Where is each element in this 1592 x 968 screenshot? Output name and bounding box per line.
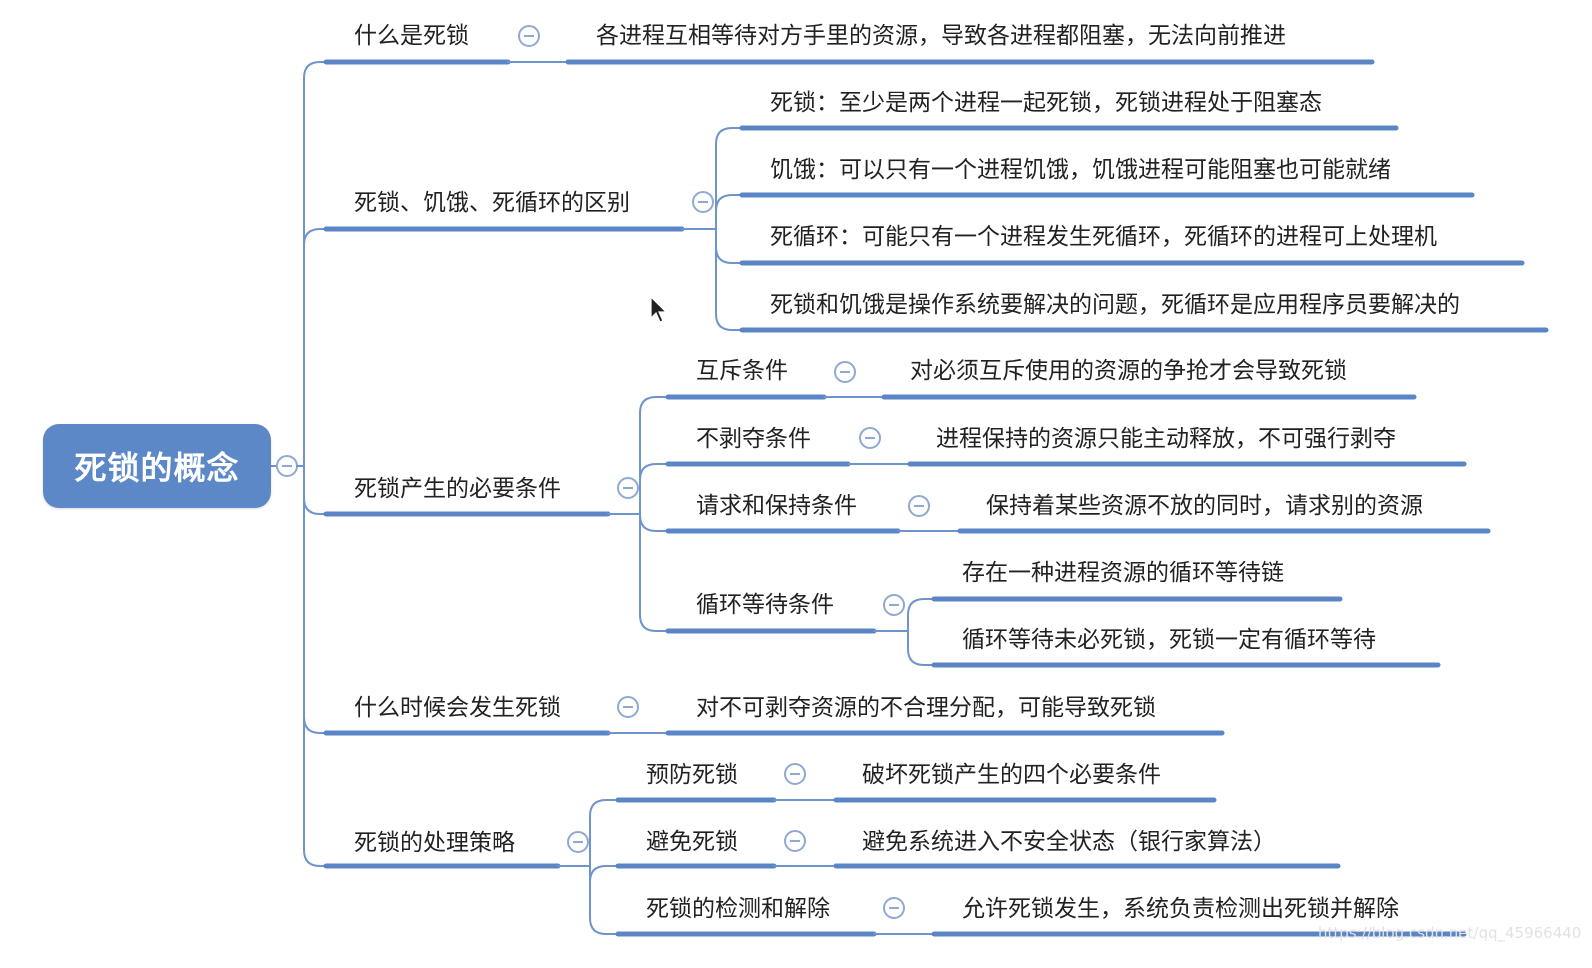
no-preemption-detail-label: 进程保持的资源只能主动释放，不可强行剥夺	[936, 426, 1396, 452]
root-node[interactable]: 死锁的概念	[43, 424, 271, 508]
detection-recovery-detail-label: 允许死锁发生，系统负责检测出死锁并解除	[962, 896, 1399, 922]
strategy-0-line	[589, 799, 619, 867]
difference-infinite-loop-label: 死循环：可能只有一个进程发生死循环，死循环的进程可上处理机	[770, 224, 1437, 250]
watermark-url: https://blog.csdn.net/qq_45966440	[1318, 924, 1582, 942]
circular-wait-child-0-line	[907, 598, 935, 632]
condition-3-line	[639, 513, 669, 632]
mutual-exclusion-detail-label: 对必须互斥使用的资源的争抢才会导致死锁	[910, 358, 1347, 384]
minus-circle-icon[interactable]	[883, 897, 905, 919]
trunk-to-difference-line	[303, 228, 327, 467]
branch-difference-label[interactable]: 死锁、饥饿、死循环的区别	[354, 190, 630, 216]
avoidance-detail-label: 避免系统进入不安全状态（银行家算法）	[862, 829, 1276, 855]
condition-no-preemption-label[interactable]: 不剥夺条件	[696, 426, 811, 452]
minus-circle-icon[interactable]	[617, 696, 639, 718]
minus-circle-icon[interactable]	[859, 427, 881, 449]
condition-mutual-exclusion-label[interactable]: 互斥条件	[696, 358, 788, 384]
difference-child-3-line	[715, 228, 743, 331]
condition-circular-wait-label[interactable]: 循环等待条件	[696, 592, 834, 618]
strategy-1-line	[589, 865, 619, 883]
difference-child-2-line	[715, 228, 743, 264]
when-deadlock-detail-label: 对不可剥夺资源的不合理分配，可能导致死锁	[696, 695, 1156, 721]
root-label: 死锁的概念	[74, 449, 240, 487]
difference-child-1-line	[715, 194, 743, 230]
trunk-to-handling-strategies-line	[303, 465, 327, 867]
minus-circle-icon[interactable]	[908, 495, 930, 517]
condition-0-line	[639, 396, 669, 515]
branch-what-is-deadlock-label[interactable]: 什么是死锁	[354, 23, 469, 49]
minus-circle-icon[interactable]	[276, 455, 298, 477]
minus-circle-icon[interactable]	[518, 25, 540, 47]
circular-wait-chain-label: 存在一种进程资源的循环等待链	[962, 560, 1284, 586]
minus-circle-icon[interactable]	[784, 830, 806, 852]
strategy-2-line	[589, 865, 619, 935]
circular-wait-relation-label: 循环等待未必死锁，死锁一定有循环等待	[962, 627, 1376, 653]
minus-circle-icon[interactable]	[834, 361, 856, 383]
difference-child-0-line	[715, 127, 743, 230]
mouse-pointer-icon	[650, 296, 668, 323]
difference-responsibility-label: 死锁和饥饿是操作系统要解决的问题，死循环是应用程序员要解决的	[770, 292, 1460, 318]
strategy-detection-recovery-label[interactable]: 死锁的检测和解除	[646, 896, 830, 922]
condition-1-line	[639, 463, 669, 515]
branch-handling-strategies-label[interactable]: 死锁的处理策略	[354, 830, 515, 856]
branch-necessary-conditions-label[interactable]: 死锁产生的必要条件	[354, 476, 561, 502]
trunk-to-when-deadlock-line	[303, 465, 327, 734]
minus-circle-icon[interactable]	[692, 191, 714, 213]
branch-when-deadlock-label[interactable]: 什么时候会发生死锁	[354, 695, 561, 721]
circular-wait-child-1-line	[907, 630, 935, 666]
minus-circle-icon[interactable]	[567, 831, 589, 853]
condition-hold-and-wait-label[interactable]: 请求和保持条件	[696, 493, 857, 519]
condition-2-line	[639, 513, 669, 532]
minus-circle-icon[interactable]	[617, 477, 639, 499]
hold-and-wait-detail-label: 保持着某些资源不放的同时，请求别的资源	[986, 493, 1423, 519]
strategy-avoidance-label[interactable]: 避免死锁	[646, 829, 738, 855]
strategy-prevention-label[interactable]: 预防死锁	[646, 762, 738, 788]
minus-circle-icon[interactable]	[883, 594, 905, 616]
minus-circle-icon[interactable]	[784, 763, 806, 785]
prevention-detail-label: 破坏死锁产生的四个必要条件	[862, 762, 1161, 788]
deadlock-definition-label: 各进程互相等待对方手里的资源，导致各进程都阻塞，无法向前推进	[596, 23, 1286, 49]
trunk-to-what-is-deadlock-line	[303, 61, 327, 467]
trunk-to-necessary-conditions-line	[303, 465, 327, 515]
difference-deadlock-label: 死锁：至少是两个进程一起死锁，死锁进程处于阻塞态	[770, 90, 1322, 116]
difference-starvation-label: 饥饿：可以只有一个进程饥饿，饥饿进程可能阻塞也可能就绪	[770, 157, 1391, 183]
